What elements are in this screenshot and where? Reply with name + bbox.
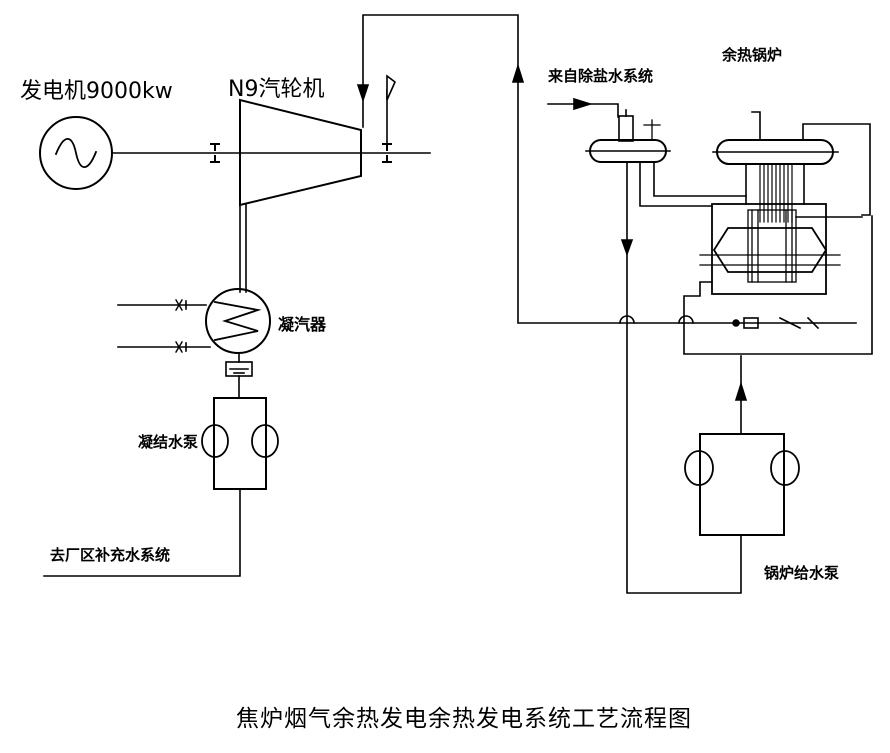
boiler-furnace [699, 203, 841, 295]
feed-pump-label: 锅炉给水泵 [764, 564, 839, 582]
deaerator-down [626, 161, 742, 594]
makeup-water-line [43, 488, 241, 577]
drum-vent [751, 111, 761, 141]
feed-line-valves [732, 316, 820, 330]
deaerator-vent [643, 119, 661, 141]
diagram-title: 焦炉烟气余热发电余热发电系统工艺流程图 [236, 706, 692, 732]
boiler-riser-bundle [759, 163, 793, 223]
boiler-feed-loop [683, 215, 873, 355]
boiler-feed-pump-symbol [684, 433, 800, 536]
boiler-drum [712, 139, 839, 165]
condensate-pump-label: 凝结水泵 [138, 433, 198, 451]
condensate-pump-symbol [201, 397, 279, 490]
demin-arrow [573, 97, 593, 111]
turbine-label: N9汽轮机 [228, 77, 324, 102]
waste-heat-boiler-label: 余热锅炉 [721, 46, 782, 64]
feed-pump-arrow [734, 381, 748, 401]
superheater-coil [747, 209, 797, 283]
generator-symbol [39, 116, 113, 190]
cooling-water-in [117, 299, 207, 311]
crossover-hop-2 [678, 315, 694, 324]
boiler-side-pipe-left [639, 161, 713, 207]
shaft-coupling-left [210, 143, 220, 163]
makeup-water-label: 去厂区补充水系统 [50, 546, 170, 564]
deaerator-tank [585, 109, 671, 163]
steam-arrow-up [511, 63, 525, 83]
drum-steam-out [802, 123, 871, 216]
boiler-downcomers [745, 163, 805, 205]
feed-arrow-down [620, 239, 634, 257]
main-steam-line [362, 14, 683, 324]
demin-water-line [547, 103, 619, 118]
crossover-hop-1 [619, 315, 635, 324]
condenser-symbol [205, 288, 271, 354]
condenser-label: 凝汽器 [278, 315, 327, 334]
steam-arrow-down [356, 84, 370, 103]
generator-label: 发电机9000kw [20, 79, 173, 104]
extraction-valve-icon [386, 74, 396, 146]
cooling-water-out [117, 341, 211, 353]
boiler-side-pipe-left-2 [653, 161, 747, 197]
demin-water-label: 来自除盐水系统 [547, 67, 653, 85]
steam-turbine [239, 98, 362, 207]
condenser-hotwell [225, 352, 253, 377]
